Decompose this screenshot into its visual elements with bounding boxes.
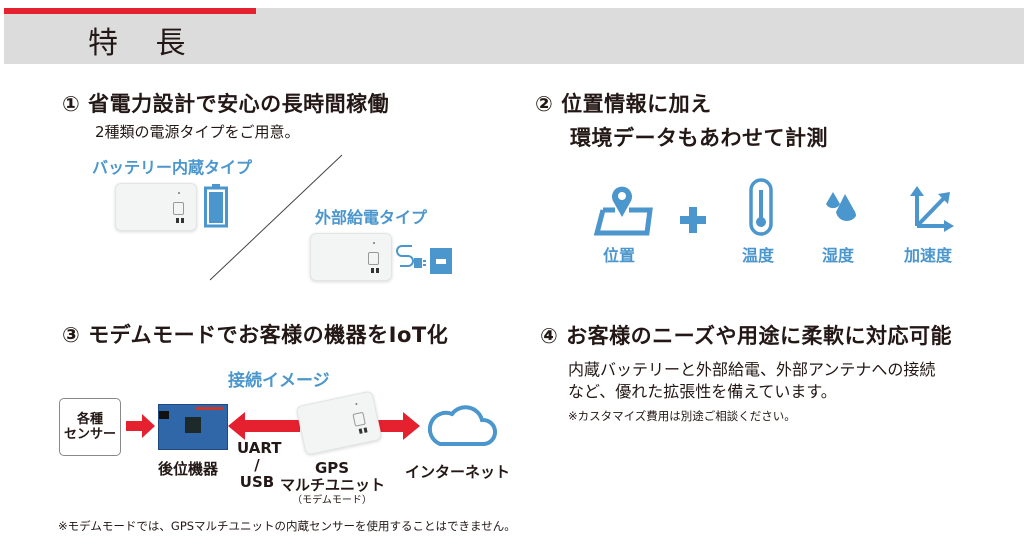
acceleration-label: 加速度 bbox=[904, 246, 953, 265]
host-device-label: 後位機器 bbox=[158, 460, 219, 478]
gps-unit-battery-image bbox=[115, 183, 197, 231]
temperature-label: 温度 bbox=[742, 246, 775, 265]
map-pin-icon bbox=[593, 186, 653, 236]
external-type-label: 外部給電タイプ bbox=[315, 208, 428, 227]
battery-icon bbox=[204, 184, 228, 228]
host-device-board-image bbox=[158, 404, 228, 450]
section4-heading: ④ お客様のニーズや用途に柔軟に対応可能 bbox=[540, 324, 953, 348]
section4-note: ※カスタマイズ費用は別途ご相談ください。 bbox=[568, 409, 796, 423]
battery-type-label: バッテリー内蔵タイプ bbox=[92, 158, 253, 177]
header-accent-bar bbox=[4, 8, 256, 14]
section1-subtitle: 2種類の電源タイプをご用意。 bbox=[95, 123, 300, 141]
humidity-label: 湿度 bbox=[822, 246, 855, 265]
internet-label: インターネット bbox=[405, 463, 511, 481]
sensor-to-host-arrow bbox=[126, 414, 155, 438]
gps-text: GPS bbox=[314, 459, 350, 477]
slash-text: / bbox=[254, 456, 260, 474]
thermometer-icon bbox=[749, 178, 773, 236]
section1-heading: ① 省電力設計で安心の長時間稼働 bbox=[62, 92, 390, 116]
cloud-icon bbox=[427, 405, 497, 446]
header-band bbox=[4, 8, 1024, 64]
modem-mode-text: （モデムモード） bbox=[292, 495, 372, 506]
sensor-label-line1: 各種 bbox=[76, 412, 103, 427]
section4-body-line2: など、優れた拡張性を備えています。 bbox=[568, 382, 837, 401]
multi-unit-text: マルチユニット bbox=[280, 476, 386, 494]
section3-heading: ③ モデムモードでお客様の機器をIoT化 bbox=[62, 323, 449, 347]
water-drop-icon bbox=[826, 192, 856, 221]
power-plug-icon bbox=[396, 245, 452, 274]
diagram-title: 接続イメージ bbox=[228, 371, 330, 391]
acceleration-axes-icon bbox=[910, 186, 954, 232]
unit-to-host-arrow bbox=[228, 412, 300, 440]
position-label: 位置 bbox=[603, 246, 636, 265]
section2-heading-line2: 環境データもあわせて計測 bbox=[570, 126, 828, 150]
sensor-box: 各種 センサー bbox=[59, 398, 121, 456]
plus-icon bbox=[680, 207, 706, 233]
section3-note: ※モデムモードでは、GPSマルチユニットの内蔵センサーを使用することはできません… bbox=[58, 519, 516, 533]
page-title: 特 長 bbox=[88, 26, 200, 61]
section2-heading-line1: ② 位置情報に加え bbox=[535, 92, 712, 116]
gps-unit-label: GPS マルチユニット （モデムモード） bbox=[280, 459, 386, 507]
uart-text: UART bbox=[237, 439, 282, 457]
gps-unit-external-image bbox=[310, 233, 392, 281]
uart-usb-label: UART / USB bbox=[237, 439, 282, 491]
usb-text: USB bbox=[239, 473, 275, 491]
unit-to-internet-arrow bbox=[368, 412, 420, 440]
sensor-label-line2: センサー bbox=[63, 427, 116, 442]
section4-body-line1: 内蔵バッテリーと外部給電、外部アンテナへの接続 bbox=[568, 360, 936, 379]
